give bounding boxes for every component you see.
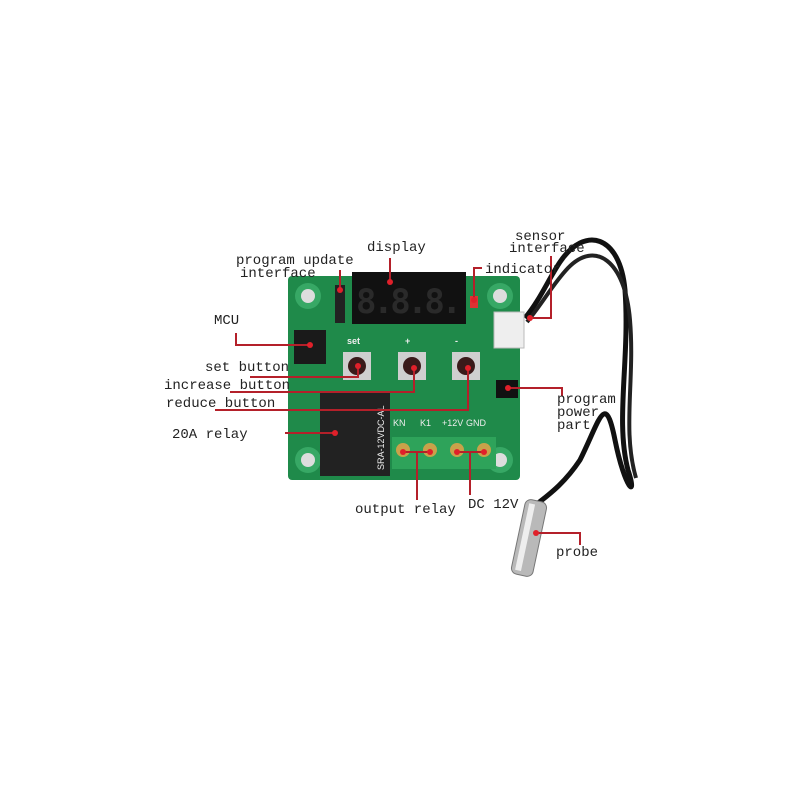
terminal-12v: +12V [442, 418, 463, 428]
label-mcu: MCU [214, 313, 239, 329]
sensor-connector [493, 311, 525, 349]
label-power-1: program [557, 392, 616, 408]
label-display: display [367, 240, 426, 256]
silk-set: set [347, 336, 360, 346]
label-power-3: part [557, 418, 591, 434]
display-digits: 8.8.8. [356, 282, 462, 322]
label-probe: probe [556, 545, 598, 561]
terminal-kn: KN [393, 418, 406, 428]
relay-model: SRA-12VDC-AL [376, 405, 386, 470]
probe-sensor [510, 499, 548, 577]
label-sensor-2: interface [509, 241, 585, 257]
label-program-update-2: interface [240, 266, 316, 282]
label-reduce-button: reduce button [166, 396, 275, 412]
label-indicator: indicator [485, 262, 561, 278]
leader-lines [215, 256, 581, 545]
label-output-relay: output relay [355, 502, 456, 518]
label-program-update: program update [236, 253, 354, 269]
silk-plus: + [405, 336, 410, 346]
label-dc: DC 12V [468, 497, 519, 513]
terminal-gnd: GND [466, 418, 487, 428]
pcb-board: 8.8.8. set + - SRA-12VDC-AL KN K1 +12V G… [288, 272, 525, 480]
terminal-k1: K1 [420, 418, 431, 428]
label-set-button: set button [205, 360, 289, 376]
silk-minus: - [455, 336, 458, 346]
label-power-2: power [557, 405, 599, 421]
seven-segment-display [352, 272, 466, 324]
label-increase-button: increase button [164, 378, 290, 394]
sensor-cable [523, 237, 634, 512]
label-sensor: sensor [515, 229, 565, 245]
label-relay: 20A relay [172, 427, 248, 443]
